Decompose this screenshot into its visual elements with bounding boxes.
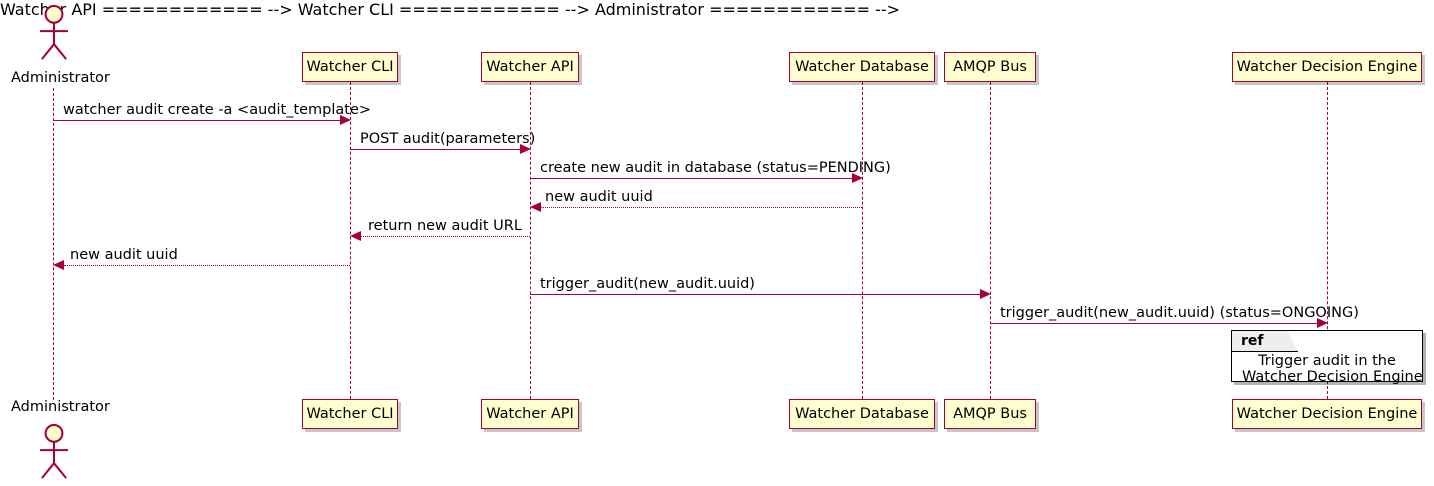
- participant-box-watcher-database-bottom[interactable]: Watcher Database: [789, 399, 935, 429]
- participant-box-watcher-cli-top[interactable]: Watcher CLI: [302, 52, 398, 82]
- participant-box-watcher-cli-bottom[interactable]: Watcher CLI: [302, 399, 398, 429]
- message-line-0: [53, 120, 341, 121]
- message-label-6: trigger_audit(new_audit.uuid): [540, 276, 755, 292]
- participant-box-watcher-database-top[interactable]: Watcher Database: [789, 52, 935, 82]
- message-arrowhead-7: [1317, 318, 1328, 328]
- ref-fragment-line-1: Trigger audit in the: [1258, 353, 1396, 369]
- message-arrowhead-0: [340, 115, 351, 125]
- message-label-4: return new audit URL: [368, 218, 522, 234]
- message-line-3: [541, 207, 862, 208]
- message-label-3: new audit uuid: [545, 189, 653, 205]
- message-arrowhead-5: [53, 260, 64, 270]
- lifeline-amqp-bus: [990, 82, 991, 399]
- message-label-7: trigger_audit(new_audit.uuid) (status=ON…: [1000, 305, 1359, 321]
- lifeline-administrator: [53, 88, 54, 400]
- message-line-5: [64, 265, 350, 266]
- message-line-6: [530, 294, 981, 295]
- message-line-7: [990, 323, 1318, 324]
- ref-fragment-body: Trigger audit in the Watcher Decision En…: [1232, 353, 1423, 385]
- message-arrowhead-2: [852, 173, 863, 183]
- ref-fragment: ref Trigger audit in the Watcher Decisio…: [1231, 330, 1423, 385]
- lifeline-watcher-decision-engine: [1327, 82, 1328, 399]
- message-line-2: [530, 178, 853, 179]
- actor-icon-administrator-top: [40, 5, 68, 60]
- message-label-2: create new audit in database (status=PEN…: [540, 160, 891, 176]
- message-label-5: new audit uuid: [70, 247, 178, 263]
- lifeline-watcher-database: [862, 82, 863, 399]
- message-label-1: POST audit(parameters): [360, 131, 536, 147]
- message-arrowhead-3: [530, 202, 541, 212]
- ref-fragment-line-2: Watcher Decision Engine: [1242, 369, 1423, 385]
- actor-label-administrator-bottom: Administrator: [11, 399, 110, 415]
- message-line-1: [350, 149, 521, 150]
- ref-fragment-tab: ref: [1232, 331, 1298, 352]
- message-arrowhead-1: [520, 144, 531, 154]
- message-arrowhead-6: [980, 289, 991, 299]
- actor-icon-administrator-bottom: [40, 424, 68, 479]
- lifeline-watcher-api: [530, 82, 531, 399]
- participant-box-watcher-api-top[interactable]: Watcher API: [481, 52, 579, 82]
- participant-box-watcher-decision-engine-bottom[interactable]: Watcher Decision Engine: [1232, 399, 1422, 429]
- participant-box-watcher-api-bottom[interactable]: Watcher API: [481, 399, 579, 429]
- participant-box-amqp-bus-top[interactable]: AMQP Bus: [944, 52, 1036, 82]
- actor-label-administrator-top: Administrator: [11, 70, 110, 86]
- message-line-4: [361, 236, 530, 237]
- message-label-0: watcher audit create -a <audit_template>: [63, 102, 372, 118]
- participant-box-watcher-decision-engine-top[interactable]: Watcher Decision Engine: [1232, 52, 1422, 82]
- message-arrowhead-4: [350, 231, 361, 241]
- participant-box-amqp-bus-bottom[interactable]: AMQP Bus: [944, 399, 1036, 429]
